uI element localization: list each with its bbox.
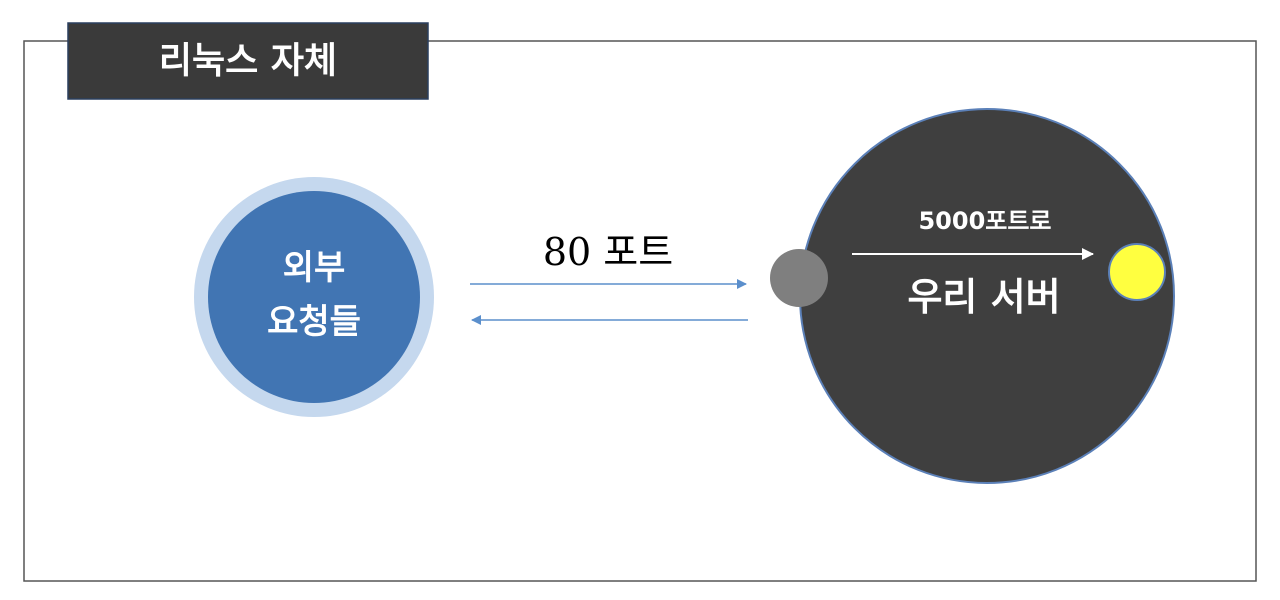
port-80-entry-node [770,249,828,307]
external-requests-label-line1: 외부 [283,248,346,288]
external-requests-node [208,191,420,403]
port-5000-app-node [1108,243,1166,301]
port-80-label: 80 포트 [543,230,673,274]
title-tab-label: 리눅스 자체 [159,41,337,82]
port-5000-forward-label: 5000포트로 [918,207,1051,235]
title-tab [67,22,429,100]
external-requests-label-line2: 요청들 [267,302,361,342]
server-label: 우리 서버 [907,275,1060,319]
